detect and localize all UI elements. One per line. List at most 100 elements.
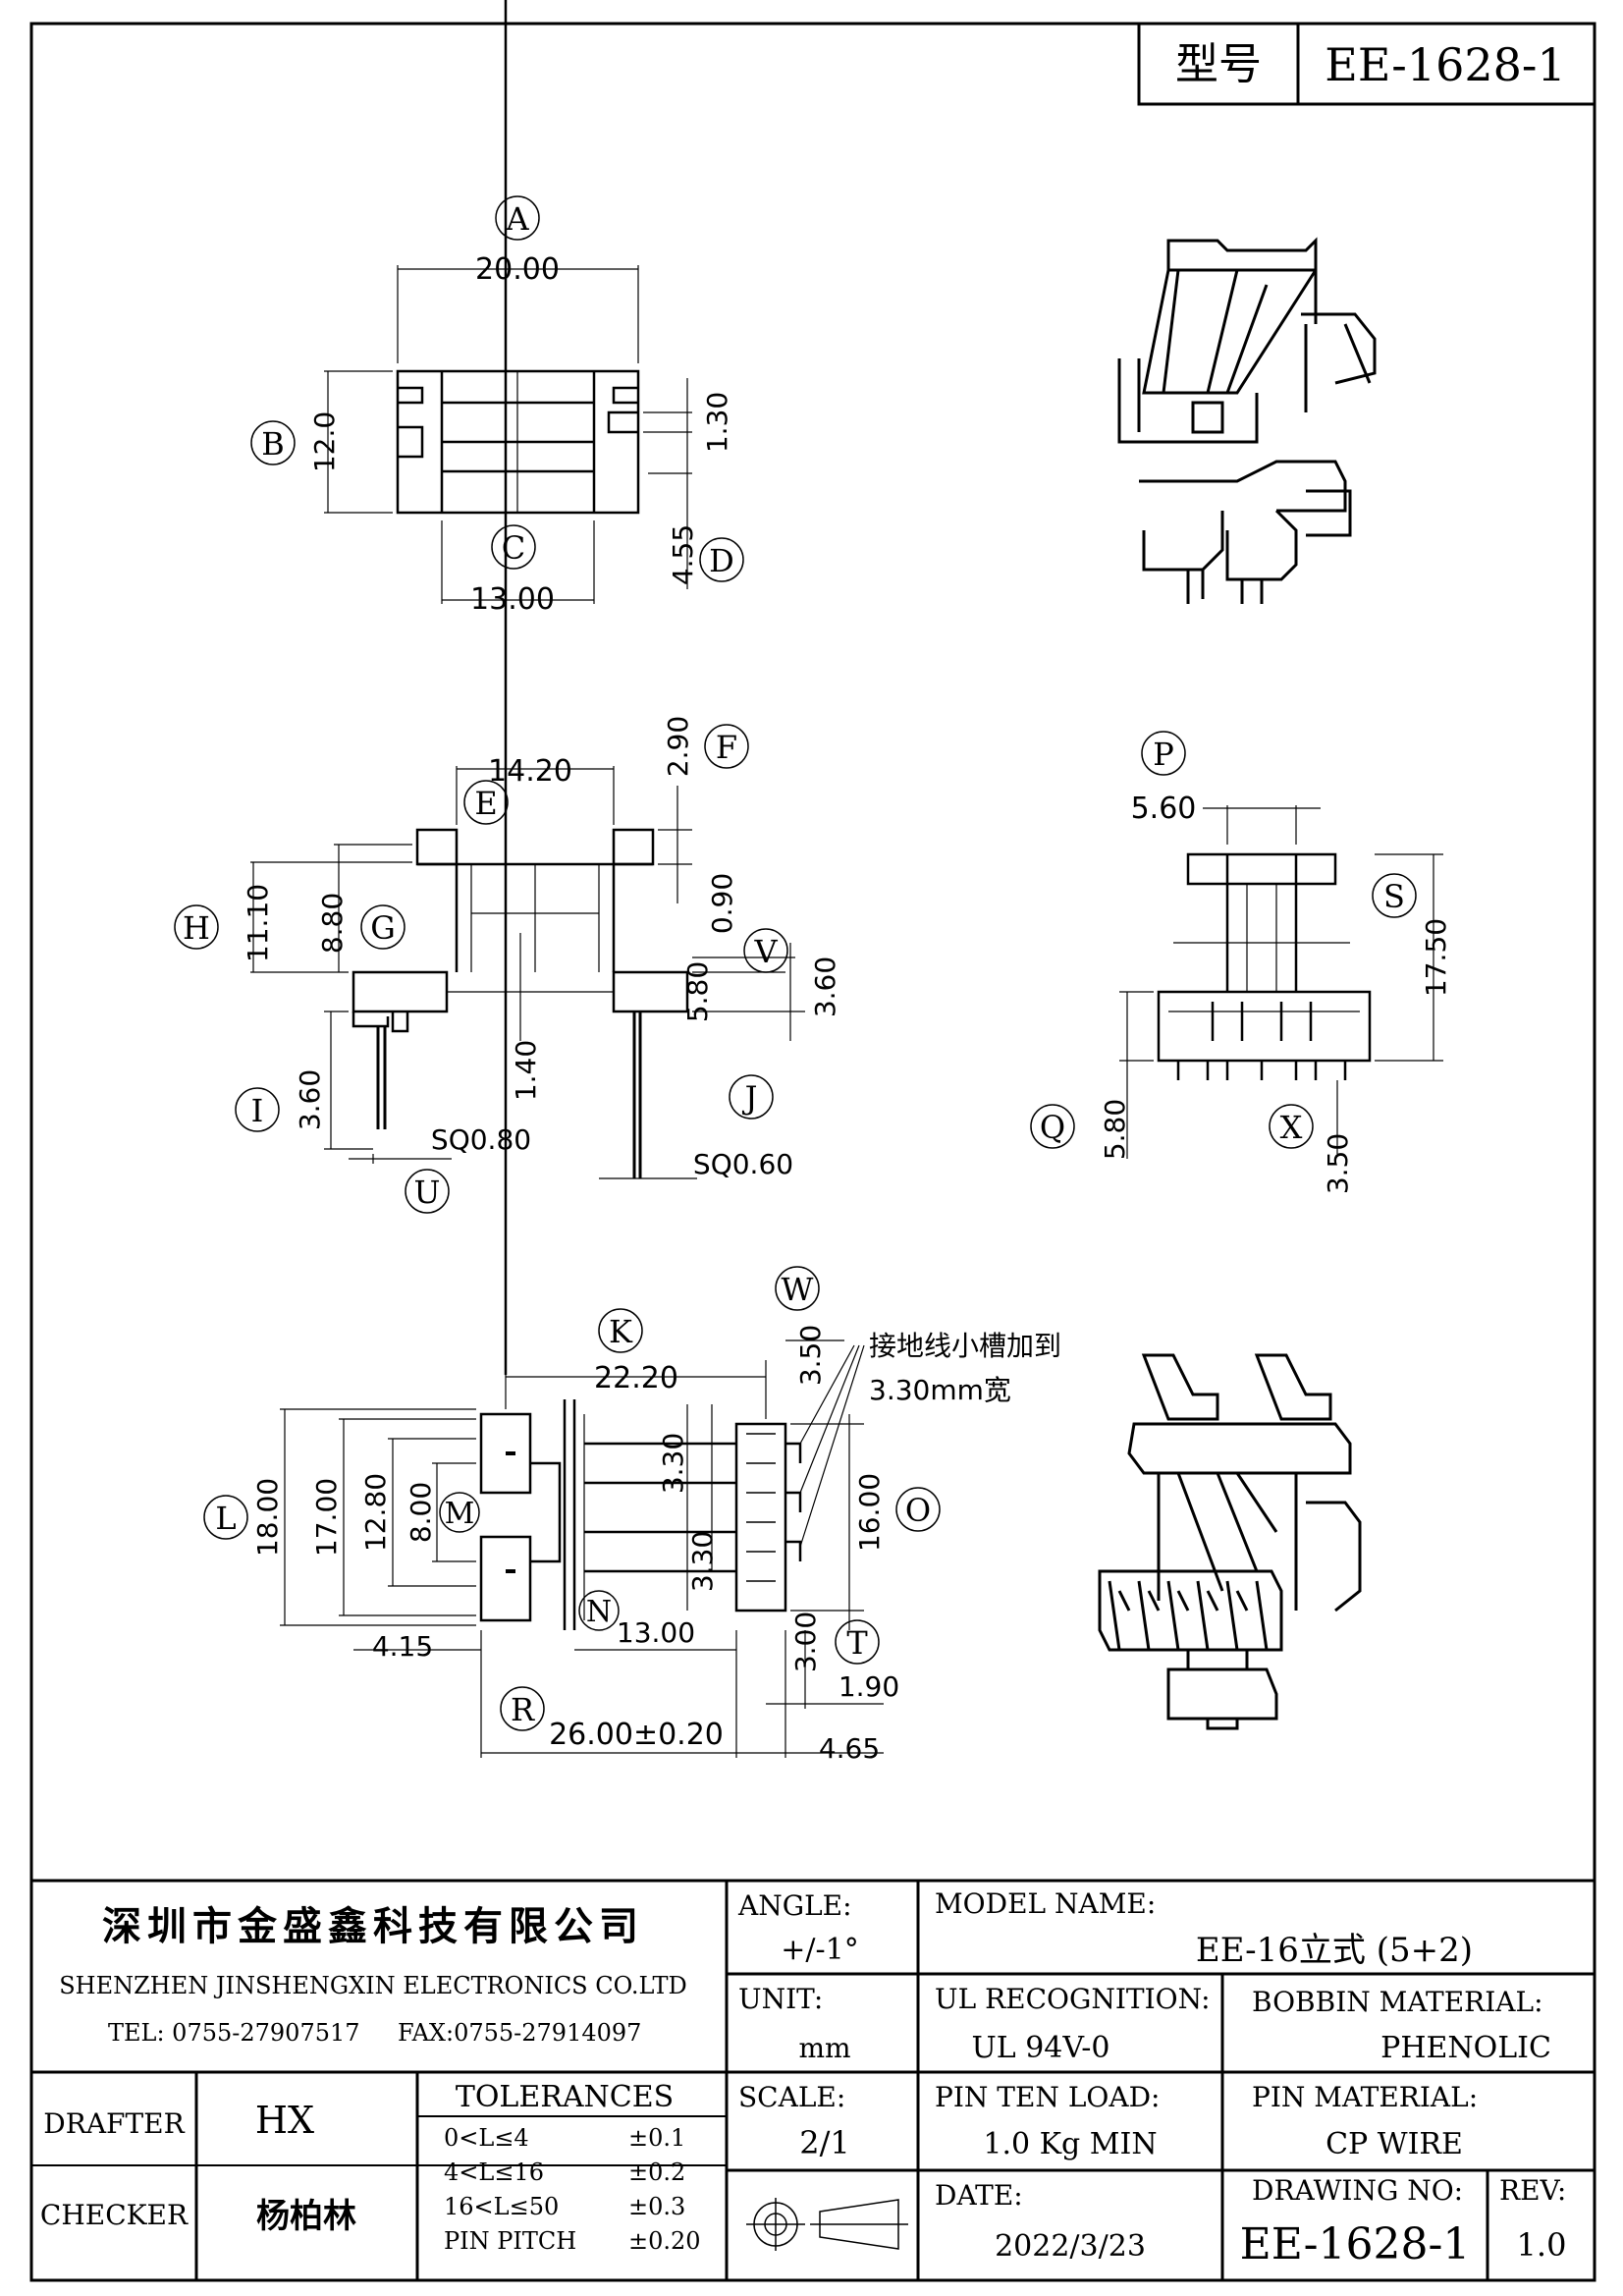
- callout-r: R: [511, 1691, 535, 1728]
- side-view: [1119, 805, 1443, 1159]
- dim-v2: 3.60: [809, 957, 841, 1017]
- date-value: 2022/3/23: [995, 2229, 1146, 2264]
- callout-q: Q: [1040, 1109, 1065, 1146]
- top-view: [324, 265, 692, 604]
- callout-x: X: [1280, 1109, 1303, 1146]
- dim-g2: 0.90: [706, 873, 738, 934]
- tol-range-4: PIN PITCH: [444, 2227, 576, 2255]
- callout-o: O: [905, 1492, 931, 1529]
- checker-value: 杨柏林: [256, 2197, 356, 2236]
- dim-top-height: 12.0: [308, 411, 341, 472]
- front-view-labels: 14.20 E 2.90 F H 11.10 8.80 G 0.90 V 5.8…: [174, 716, 841, 1214]
- scale-label: SCALE:: [738, 2081, 845, 2113]
- unit-value: mm: [798, 2032, 850, 2064]
- model-label: 型号: [1175, 39, 1262, 89]
- title-block: [31, 1879, 1595, 2280]
- drawing-no-value: EE-1628-1: [1240, 2219, 1471, 2269]
- callout-l: L: [215, 1500, 236, 1537]
- callout-n: N: [586, 1595, 612, 1629]
- pin-load-value: 1.0 Kg MIN: [983, 2127, 1157, 2161]
- dim-p: 5.60: [1131, 792, 1197, 826]
- side-view-labels: P 5.60 S 17.50 Q 5.80 X 3.50: [1030, 731, 1452, 1194]
- dim-slot: 1.30: [701, 392, 733, 453]
- callout-d: D: [709, 542, 734, 579]
- dim-t: 3.00: [789, 1612, 822, 1672]
- tol-value-3: ±0.3: [628, 2193, 685, 2220]
- model-name-label: MODEL NAME:: [935, 1887, 1156, 1920]
- pin-material-value: CP WIRE: [1325, 2127, 1463, 2161]
- company-fax: FAX:0755-27914097: [398, 2019, 641, 2047]
- dim-k: 22.20: [594, 1361, 678, 1395]
- iso-view-1: [1117, 237, 1377, 604]
- pin-load-label: PIN TEN LOAD:: [935, 2081, 1160, 2113]
- title-block-text: 深圳市金盛鑫科技有限公司 SHENZHEN JINSHENGXIN ELECTR…: [40, 1887, 1567, 2269]
- dim-w: 3.50: [794, 1325, 827, 1386]
- bobbin-material-label: BOBBIN MATERIAL:: [1252, 1986, 1543, 2018]
- bobbin-material-value: PHENOLIC: [1380, 2031, 1551, 2065]
- tol-range-1: 0<L≤4: [444, 2124, 529, 2152]
- note-groove-2: 3.30mm宽: [869, 1374, 1011, 1406]
- iso-view-2: [1098, 1353, 1362, 1730]
- dim-l: 18.00: [251, 1478, 284, 1557]
- checker-label: CHECKER: [40, 2199, 189, 2231]
- company-tel: TEL: 0755-27907517: [108, 2019, 360, 2047]
- date-label: DATE:: [935, 2179, 1023, 2212]
- angle-value: +/-1°: [781, 1933, 858, 1967]
- callout-t: T: [846, 1624, 868, 1662]
- pin-material-label: PIN MATERIAL:: [1252, 2081, 1478, 2113]
- dim-pitch-a: 3.30: [657, 1433, 689, 1494]
- projection-symbol-icon: [746, 2198, 908, 2251]
- bottom-view: [280, 0, 884, 1758]
- callout-f: F: [716, 729, 737, 766]
- dim-v1: 5.80: [681, 961, 714, 1022]
- dim-left: 4.15: [372, 1630, 433, 1663]
- angle-label: ANGLE:: [737, 1889, 852, 1922]
- note-groove-1: 接地线小槽加到: [869, 1330, 1061, 1362]
- top-view-labels: A 20.00 B 12.0 C 13.00 1.30 4.55 D: [250, 195, 744, 617]
- drawing-no-label: DRAWING NO:: [1252, 2174, 1463, 2207]
- dim-n: 13.00: [617, 1616, 695, 1649]
- rev-value: 1.0: [1517, 2226, 1567, 2264]
- callout-w: W: [782, 1271, 814, 1308]
- dim-x: 3.50: [1322, 1133, 1354, 1194]
- dim-pitch-b: 3.30: [686, 1531, 719, 1592]
- callout-k: K: [609, 1313, 633, 1350]
- tol-value-4: ±0.20: [628, 2227, 701, 2255]
- model-name-value: EE-16立式 (5+2): [1196, 1931, 1473, 1970]
- company-name-cn: 深圳市金盛鑫科技有限公司: [102, 1904, 644, 1949]
- callout-v: V: [753, 933, 778, 970]
- dim-m: 8.00: [405, 1482, 437, 1543]
- callout-u: U: [414, 1174, 441, 1211]
- scale-value: 2/1: [799, 2124, 850, 2161]
- tol-range-2: 4<L≤16: [444, 2159, 544, 2186]
- tol-range-3: 16<L≤50: [444, 2193, 559, 2220]
- sheet-border: [29, 22, 1596, 2282]
- dim-g: 8.80: [316, 893, 349, 954]
- model-code: EE-1628-1: [1325, 38, 1565, 91]
- ul-label: UL RECOGNITION:: [935, 1983, 1211, 2015]
- dim-t2: 1.90: [839, 1670, 899, 1703]
- callout-h: H: [183, 909, 210, 947]
- dim-h: 11.10: [242, 884, 274, 962]
- front-view: [250, 766, 805, 1179]
- callout-a: A: [505, 200, 529, 238]
- dim-f: 2.90: [662, 716, 694, 777]
- dim-i: 3.60: [294, 1069, 326, 1130]
- callout-m: M: [445, 1497, 475, 1531]
- dim-l3: 12.80: [359, 1473, 392, 1552]
- drafter-value: HX: [255, 2099, 314, 2142]
- dim-d: 4.55: [667, 524, 699, 585]
- tol-value-1: ±0.1: [628, 2124, 685, 2152]
- dim-sq06: SQ0.60: [693, 1148, 793, 1180]
- company-name-en: SHENZHEN JINSHENGXIN ELECTRONICS CO.LTD: [59, 1972, 687, 1999]
- callout-g: G: [370, 909, 396, 947]
- callout-j: J: [742, 1079, 758, 1117]
- dim-top-width: 20.00: [475, 252, 560, 287]
- dim-r2: 4.65: [819, 1732, 880, 1765]
- dim-o: 16.00: [853, 1473, 886, 1552]
- dim-sq08: SQ0.80: [431, 1123, 531, 1156]
- callout-i: I: [251, 1092, 264, 1129]
- callout-p: P: [1153, 736, 1174, 773]
- callout-e: E: [474, 785, 497, 822]
